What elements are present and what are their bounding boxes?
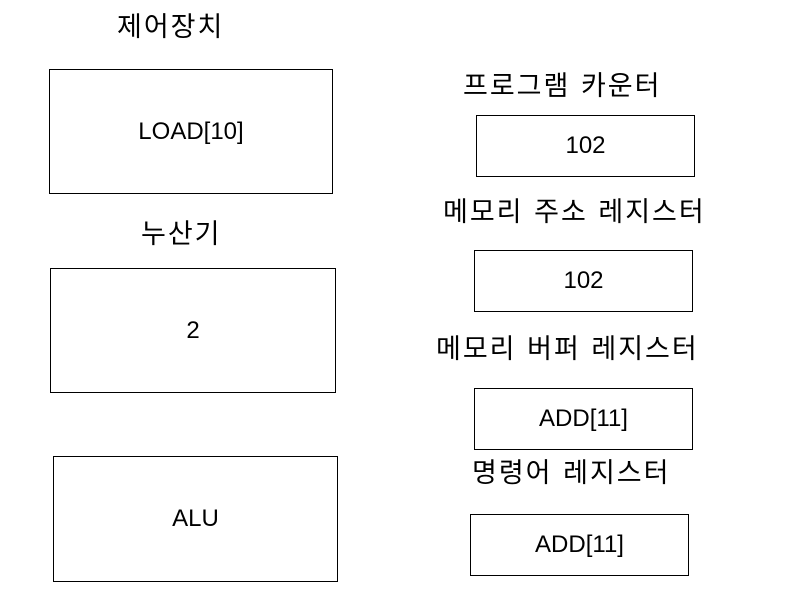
accumulator-value: 2 <box>186 316 200 344</box>
instruction-register-value: ADD[11] <box>535 531 624 558</box>
instruction-register-box: ADD[11] <box>470 514 689 576</box>
control-unit-box: LOAD[10] <box>49 69 333 194</box>
accumulator-label: 누산기 <box>141 219 222 250</box>
memory-address-register-box: 102 <box>474 250 693 312</box>
program-counter-label: 프로그램 카운터 <box>463 71 662 102</box>
memory-buffer-register-box: ADD[11] <box>474 388 693 450</box>
control-unit-value: LOAD[10] <box>138 117 244 145</box>
memory-buffer-register-label: 메모리 버퍼 레지스터 <box>436 334 699 365</box>
alu-box: ALU <box>53 456 338 582</box>
program-counter-box: 102 <box>476 115 695 177</box>
accumulator-box: 2 <box>50 268 336 393</box>
memory-address-register-value: 102 <box>563 267 604 294</box>
alu-value: ALU <box>172 505 219 532</box>
memory-buffer-register-value: ADD[11] <box>539 405 628 432</box>
memory-address-register-label: 메모리 주소 레지스터 <box>443 197 706 228</box>
control-unit-label: 제어장치 <box>117 12 225 43</box>
instruction-register-label: 명령어 레지스터 <box>472 458 671 489</box>
program-counter-value: 102 <box>565 132 606 159</box>
